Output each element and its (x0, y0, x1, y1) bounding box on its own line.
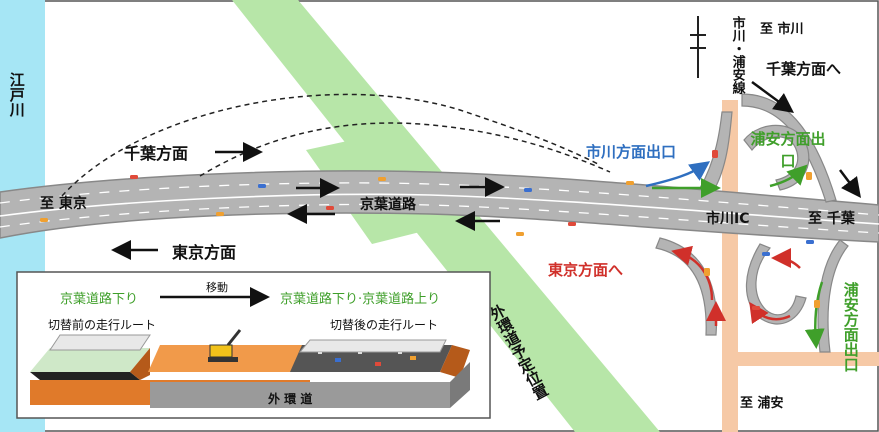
crossroad-horizontal (722, 352, 879, 366)
river-label: 江戸川 (7, 72, 26, 117)
gaikan-band (232, 0, 660, 432)
to-ichikawa: 至 市川 (760, 22, 804, 37)
urayasu-exit-bottom-label: 浦安方面出口 (841, 282, 860, 372)
to-tokyo: 至 東京 (40, 196, 87, 212)
chiba-direction-upper: 千葉方面へ (766, 60, 842, 78)
crossroad-vertical (722, 100, 738, 432)
ichikawa-exit-label: 市川方面出口 (586, 143, 677, 161)
tokyo-direction-return: 東京方面へ (548, 261, 624, 279)
keiyo-road-label: 京葉道路 (360, 197, 416, 213)
inset-gaikan-road: 外 環 道 (268, 392, 313, 406)
tokyo-direction: 東京方面 (172, 243, 237, 262)
chiba-direction-left: 千葉方面 (124, 144, 189, 163)
ichikawa-ic-label: 市川IC (706, 211, 750, 227)
inset-move-label: 移動 (206, 281, 228, 294)
rail-label: 市川・浦安線 (729, 16, 745, 94)
planned-dashed-line (61, 93, 601, 197)
inset-after-route: 切替後の走行ルート (330, 318, 439, 332)
urayasu-exit-top-label: 浦安方面出口 (750, 130, 826, 170)
vehicles (40, 150, 820, 310)
to-chiba: 至 千葉 (808, 211, 855, 227)
inset-before-route: 切替前の走行ルート (48, 318, 157, 332)
inset-before-label: 京葉道路下り (60, 292, 139, 307)
to-urayasu: 至 浦安 (740, 396, 784, 411)
inset-after-label: 京葉道路下り·京葉道路上り (280, 292, 441, 307)
